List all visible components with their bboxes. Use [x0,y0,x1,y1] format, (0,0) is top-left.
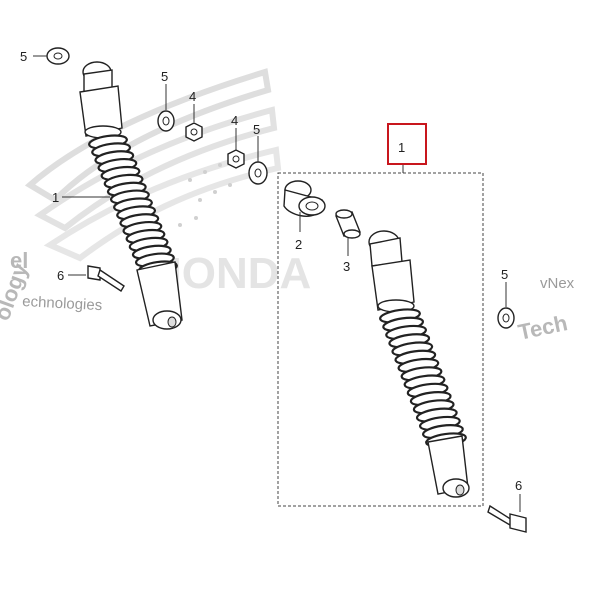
callout-shock-right: 1 [398,140,405,155]
highlight-box [387,123,427,165]
bush [283,180,326,217]
callout-washer-b: 5 [253,122,260,137]
callout-bolt-left: 6 [57,268,64,283]
collar [335,209,361,239]
callout-shock-left: 1 [52,190,59,205]
watermark-right-brand: vNex [540,275,575,292]
watermark-left-tech: echnologies [22,293,103,314]
callout-washer-right: 5 [501,267,508,282]
callout-bolt-right: 6 [515,478,522,493]
bolt-right [487,504,527,533]
callout-washer-top: 5 [20,49,27,64]
washer-top-left [46,47,70,65]
callout-nut-b: 4 [231,113,238,128]
callout-bush: 2 [295,237,302,252]
nut-a [185,122,203,142]
watermark-right-tech: Tech [516,310,570,345]
nut-b [227,149,245,169]
shock-absorber-right [368,230,470,498]
shock-absorber-left [79,61,183,330]
leader-lines [33,55,521,512]
detail-frame [277,172,484,507]
callout-collar: 3 [343,259,350,274]
washer-right [497,307,515,329]
callout-nut-a: 4 [189,89,196,104]
callout-washer-a: 5 [161,69,168,84]
watermark-left-top: el [10,248,28,273]
bolt-left [87,265,125,292]
washer-b [248,161,268,185]
washer-a [157,110,175,132]
